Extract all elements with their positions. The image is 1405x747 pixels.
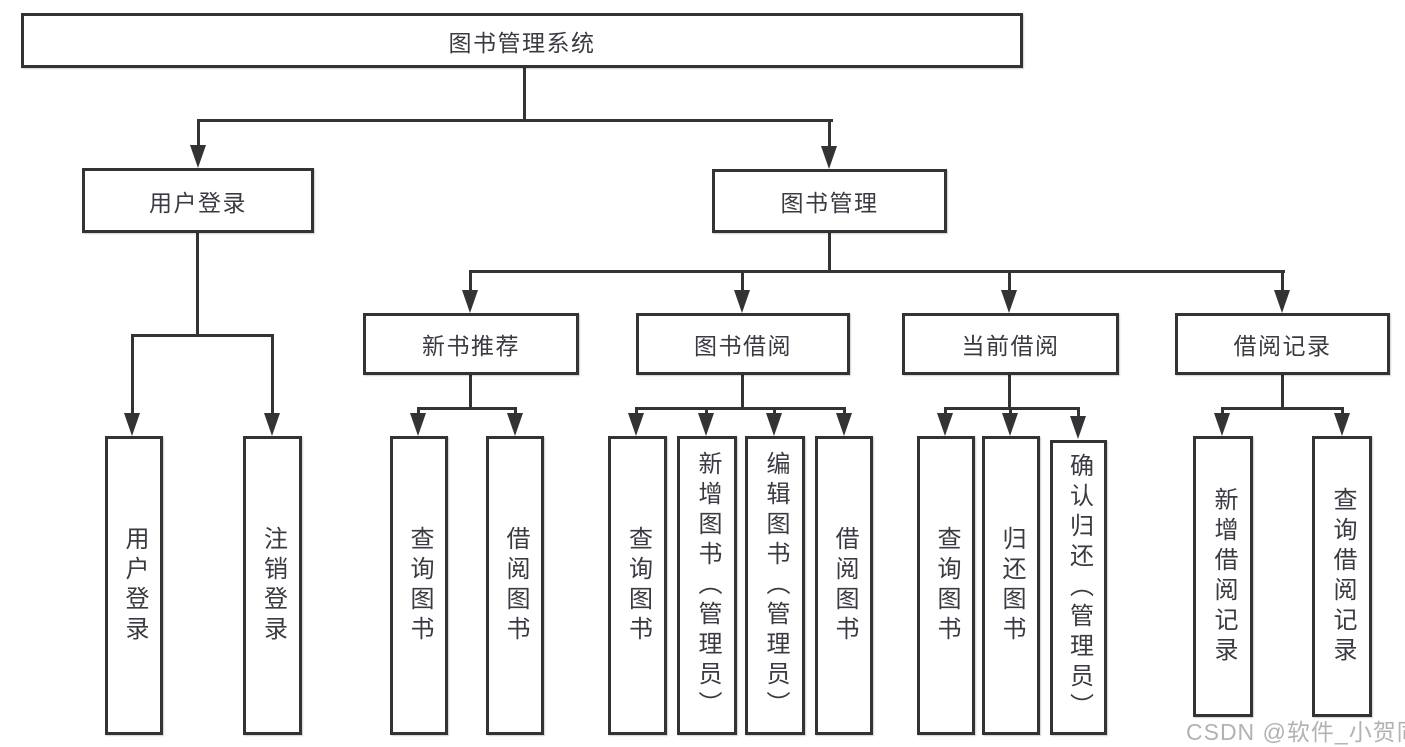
node-label: 用户登录 [149,189,247,216]
node-label: 图书借阅 [694,333,792,359]
arrowhead-icon [507,413,523,436]
connector-line [1008,375,1011,410]
node-label: 新增借阅记录 [1210,486,1237,667]
leaf-borrow-borrow-books: 借阅图书 [815,436,873,735]
node-label: 确认归还（管理员） [1065,452,1093,723]
arrowhead-icon [124,413,140,436]
connector-line [196,233,199,337]
leaf-current-confirm-return-admin: 确认归还（管理员） [1050,440,1107,735]
connector-line [197,119,200,149]
arrowhead-icon [821,146,837,169]
node-label: 编辑图书（管理员） [762,450,789,721]
leaf-recommend-borrow-books: 借阅图书 [486,436,544,735]
connector-line [1221,407,1344,410]
node-label: 图书管理系统 [448,29,596,56]
arrowhead-icon [190,145,206,168]
node-label: 借阅记录 [1233,333,1332,359]
connector-line [741,270,744,292]
arrowhead-icon [1214,413,1230,436]
connector-line [131,334,274,337]
connector-line [1009,407,1012,417]
leaf-borrow-edit-books-admin: 编辑图书（管理员） [745,436,805,735]
arrowhead-icon [734,290,750,313]
node-label: 查询图书 [406,525,433,646]
arrowhead-icon [628,413,644,436]
connector-line [523,68,526,120]
connector-line [741,375,744,410]
leaf-records-query-record: 查询借阅记录 [1312,436,1372,717]
connector-line [1221,407,1224,417]
connector-line [417,407,517,410]
leaf-records-add-record: 新增借阅记录 [1193,436,1253,717]
connector-line [843,407,846,417]
leaf-current-query-books: 查询图书 [917,436,975,735]
arrowhead-icon [462,290,478,313]
arrowhead-icon [1070,416,1086,439]
arrowhead-icon [766,413,782,436]
leaf-borrow-query-books: 查询图书 [608,436,667,735]
node-label: 注销登录 [259,525,287,646]
connector-line [469,270,1285,273]
connector-line [1341,407,1344,417]
connector-line [1281,375,1284,410]
connector-line [514,407,517,417]
leaf-current-return-books: 归还图书 [982,436,1040,735]
node-system-root: 图书管理系统 [21,13,1023,68]
node-label: 当前借阅 [961,333,1060,359]
arrowhead-icon [1001,290,1017,313]
connector-line [417,407,420,417]
leaf-logout: 注销登录 [243,436,302,735]
connector-line [828,233,831,273]
node-label: 图书管理 [780,190,879,216]
node-label: 查询图书 [933,525,960,646]
node-label: 借阅图书 [831,525,858,646]
node-new-book-recommend: 新书推荐 [363,313,579,375]
arrowhead-icon [698,413,714,436]
connector-line [635,407,638,417]
csdn-watermark: CSDN @软件_小贺同学 [1186,719,1405,745]
arrowhead-icon [836,413,852,436]
arrowhead-icon [410,413,426,436]
connector-line [469,270,472,292]
connector-line [773,407,776,417]
connector-line [469,375,472,410]
connector-line [197,119,833,122]
connector-line [1077,407,1080,417]
node-borrowing-records: 借阅记录 [1175,313,1390,375]
connector-line [944,407,947,417]
arrowhead-icon [1274,290,1290,313]
connector-line [705,407,708,417]
connector-line [1281,270,1284,292]
node-label: 查询图书 [624,525,652,646]
node-label: 归还图书 [998,525,1025,646]
node-label: 新书推荐 [422,333,520,359]
leaf-user-login: 用户登录 [105,436,163,735]
node-book-management: 图书管理 [712,169,947,233]
arrowhead-icon [1334,413,1350,436]
node-book-borrowing: 图书借阅 [636,313,850,375]
node-label: 借阅图书 [502,525,529,646]
node-label: 用户登录 [121,525,148,646]
connector-line [828,119,831,149]
node-label: 新增图书（管理员） [694,450,721,721]
connector-line [131,334,134,416]
node-current-borrowing: 当前借阅 [902,313,1119,375]
connector-line [944,407,1080,410]
connector-line [635,407,846,410]
connector-line [271,334,274,416]
leaf-borrow-add-books-admin: 新增图书（管理员） [677,436,737,735]
leaf-recommend-query-books: 查询图书 [390,436,448,735]
node-user-login: 用户登录 [82,168,314,233]
arrowhead-icon [264,413,280,436]
arrowhead-icon [1002,413,1018,436]
node-label: 查询借阅记录 [1329,486,1356,667]
connector-line [1008,270,1011,292]
arrowhead-icon [937,413,953,436]
